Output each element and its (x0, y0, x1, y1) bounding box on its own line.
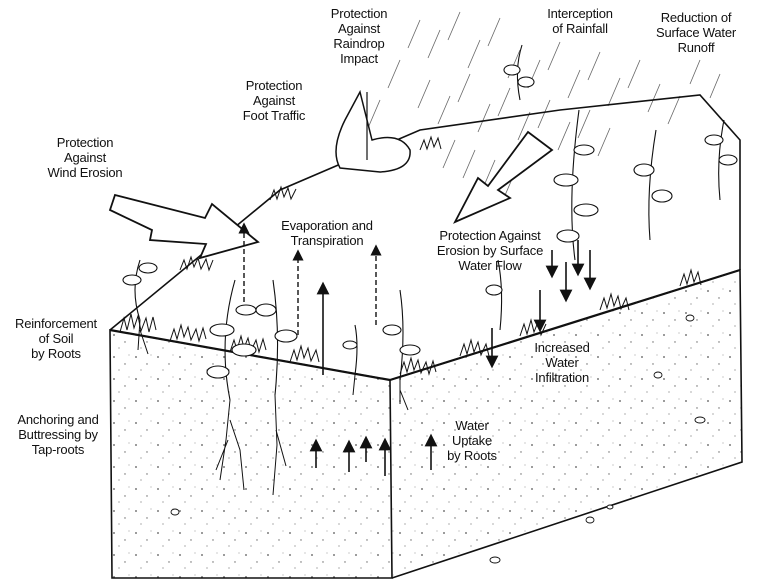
label-interception: Interception of Rainfall (530, 6, 630, 36)
surface-flow-arrow (455, 132, 552, 222)
label-runoff-reduction: Reduction of Surface Water Runoff (638, 10, 754, 55)
wind-arrow (110, 195, 258, 258)
label-surface-flow: Protection Against Erosion by Surface Wa… (420, 228, 560, 273)
label-raindrop-protection: Protection Against Raindrop Impact (320, 6, 398, 66)
label-evapotranspiration: Evaporation and Transpiration (262, 218, 392, 248)
label-wind-erosion: Protection Against Wind Erosion (30, 135, 140, 180)
label-infiltration: Increased Water Infiltration (520, 340, 604, 385)
label-water-uptake: Water Uptake by Roots (434, 418, 510, 463)
boot-shape (336, 92, 410, 172)
label-foot-traffic: Protection Against Foot Traffic (226, 78, 322, 123)
label-taproot-anchoring: Anchoring and Buttressing by Tap-roots (2, 412, 114, 457)
label-root-reinforcement: Reinforcement of Soil by Roots (4, 316, 108, 361)
